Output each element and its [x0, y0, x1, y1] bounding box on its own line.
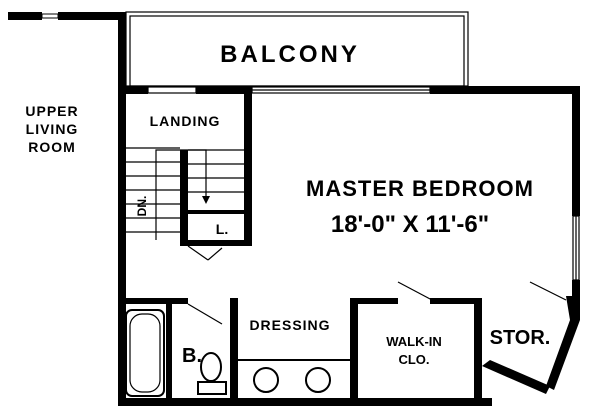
- walkin-label-1: WALK-IN: [386, 334, 442, 349]
- balcony-label: BALCONY: [220, 41, 360, 68]
- storage-closet: [482, 296, 580, 394]
- upper-living-label-2: LIVING: [26, 121, 79, 137]
- top-left-wall: [8, 12, 126, 90]
- stairs: [126, 147, 244, 240]
- linen-label: L.: [216, 221, 228, 237]
- bath-label: B.: [182, 345, 202, 367]
- upper-living-label-3: ROOM: [28, 139, 76, 155]
- master-bedroom-dimensions: 18'-0" X 11'-6": [331, 211, 489, 238]
- dressing-label: DRESSING: [249, 317, 330, 333]
- landing-label: LANDING: [150, 113, 221, 129]
- exterior-walls: [118, 86, 580, 406]
- interior-walls: [118, 86, 482, 406]
- down-label: DN.: [135, 196, 149, 217]
- walkin-label-2: CLO.: [398, 352, 429, 367]
- doors: [187, 245, 567, 325]
- upper-living-label-1: UPPER: [25, 103, 78, 119]
- storage-label: STOR.: [490, 327, 551, 349]
- balcony: [125, 11, 469, 87]
- bath-fixtures: [125, 309, 227, 397]
- dressing-counter: [238, 359, 350, 393]
- master-bedroom-label: MASTER BEDROOM: [306, 176, 534, 201]
